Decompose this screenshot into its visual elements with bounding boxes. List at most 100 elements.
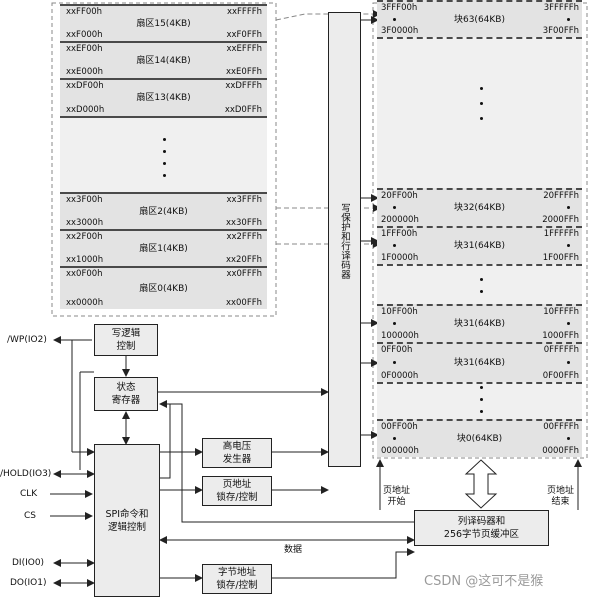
pin-di: DI(IO0)	[12, 558, 45, 568]
block-hi-r: 20FFFFh	[543, 191, 579, 201]
block-dot	[567, 437, 570, 440]
buffer-transfer-arrow	[464, 459, 498, 509]
block-lo: 1F0000h	[381, 253, 419, 263]
ellipsis-dot	[480, 278, 483, 281]
block-hi: 3FFF00h	[381, 3, 418, 13]
sector-hi: xxFF00h	[66, 7, 103, 17]
data-label: 数据	[284, 545, 303, 555]
block-hi-r: 10FFFFh	[543, 307, 579, 317]
pin-clk: CLK	[20, 489, 38, 499]
ellipsis-dot	[480, 87, 483, 90]
block-lo: 000000h	[381, 446, 419, 456]
pin-hold: /HOLD(IO3)	[0, 469, 52, 479]
block-hi-r: 1FFFFFh	[543, 229, 579, 239]
block-hi-r: 3FFFFFh	[543, 3, 579, 13]
ellipsis-dot	[163, 162, 166, 165]
block-dot	[393, 244, 396, 247]
pin-do: DO(IO1)	[10, 578, 47, 588]
block-ellipsis-2	[377, 382, 582, 419]
block-ellipsis-0	[377, 37, 582, 188]
sector-lo: xx1000h	[66, 255, 104, 265]
sector-4: xx2F00h xx2FFFh 扇区1(4KB) xx1000h xx20FFh	[60, 229, 267, 266]
status-register-box: 状态 寄存器	[94, 377, 158, 411]
sector-hi-r: xx2FFFh	[226, 232, 262, 242]
ellipsis-dot	[480, 290, 483, 293]
block-lo: 100000h	[381, 331, 419, 341]
sector-lo: xx3000h	[66, 218, 104, 228]
block-name: 块31(64KB)	[453, 358, 505, 368]
sector-hi: xxEF00h	[66, 44, 103, 54]
block-dot	[567, 361, 570, 364]
sector-1: xxEF00h xxEFFFh 扇区14(4KB) xxE000h xxE0FFh	[60, 41, 267, 78]
ellipsis-dot	[480, 102, 483, 105]
block-hi-r: 0FFFFFh	[543, 345, 579, 355]
sector-lo-r: xx20FFh	[225, 255, 262, 265]
block-name: 块0(64KB)	[456, 434, 503, 444]
page-latch-box: 页地址 锁存/控制	[202, 476, 272, 506]
sector-hi-r: xx0FFFh	[226, 269, 262, 279]
sector-lo-r: xx30FFh	[225, 218, 262, 228]
block-lo-r: 1000FFh	[542, 331, 579, 341]
ellipsis-dot	[163, 174, 166, 177]
write-logic-box: 写逻辑 控制	[94, 324, 158, 356]
sector-lo-r: xxE0FFh	[225, 67, 262, 77]
block-dot	[567, 244, 570, 247]
sector-name: 扇区15(4KB)	[136, 18, 191, 29]
block-name: 块31(64KB)	[453, 319, 505, 329]
sector-lo-r: xxF0FFh	[226, 30, 262, 40]
sector-lo: xx0000h	[66, 298, 104, 308]
block-lo-r: 0000FFh	[542, 446, 579, 456]
sector-hi-r: xxEFFFh	[226, 44, 263, 54]
row-decoder-label: 写保护和行译码器	[339, 203, 350, 279]
block-dot	[393, 361, 396, 364]
ellipsis-dot	[163, 150, 166, 153]
pin-wp: /WP(IO2)	[7, 335, 47, 345]
spi-logic-box: SPI命令和 逻辑控制	[94, 444, 160, 597]
hv-generator-box: 高电压 发生器	[202, 438, 272, 468]
sector-3: xx3F00h xx3FFFh 扇区2(4KB) xx3000h xx30FFh	[60, 192, 267, 229]
block-ellipsis-1	[377, 264, 582, 304]
ellipsis-dot	[163, 138, 166, 141]
sector-name: 扇区14(4KB)	[136, 55, 191, 66]
sector-name: 扇区1(4KB)	[139, 243, 188, 254]
block-dot	[393, 437, 396, 440]
sector-hi-r: xxFFFFh	[226, 7, 262, 17]
block-hi-r: 00FFFFh	[543, 422, 579, 432]
block-dot	[393, 322, 396, 325]
row-decoder-box: 写保护和行译码器	[328, 12, 361, 467]
sector-hi: xx2F00h	[66, 232, 103, 242]
sector-ellipsis	[60, 116, 267, 192]
page-start-label: 页地址 开始	[383, 486, 411, 507]
ellipsis-dot	[480, 117, 483, 120]
block-lo: 3F0000h	[381, 26, 419, 36]
block-dot	[393, 206, 396, 209]
sector-hi: xx3F00h	[66, 195, 103, 205]
sector-lo-r: xxD0FFh	[224, 105, 262, 115]
block-dot	[567, 206, 570, 209]
block-lo: 0F0000h	[381, 371, 419, 381]
sector-hi-r: xx3FFFh	[226, 195, 262, 205]
block-name: 块63(64KB)	[453, 14, 505, 25]
block-lo-r: 1F00FFh	[542, 253, 579, 263]
sector-lo: xxE000h	[66, 67, 104, 77]
sector-name: 扇区0(4KB)	[139, 283, 188, 294]
ellipsis-dot	[480, 410, 483, 413]
sector-hi-r: xxDFFFh	[225, 81, 262, 91]
sector-name: 扇区13(4KB)	[136, 93, 191, 103]
pin-cs: CS	[24, 511, 36, 521]
page-end-label: 页地址 结束	[547, 486, 575, 507]
block-hi: 20FF00h	[381, 191, 418, 201]
sector-hi: xxDF00h	[66, 81, 104, 91]
sector-name: 扇区2(4KB)	[139, 206, 188, 217]
block-dot	[567, 322, 570, 325]
sector-array-frame	[51, 2, 277, 317]
